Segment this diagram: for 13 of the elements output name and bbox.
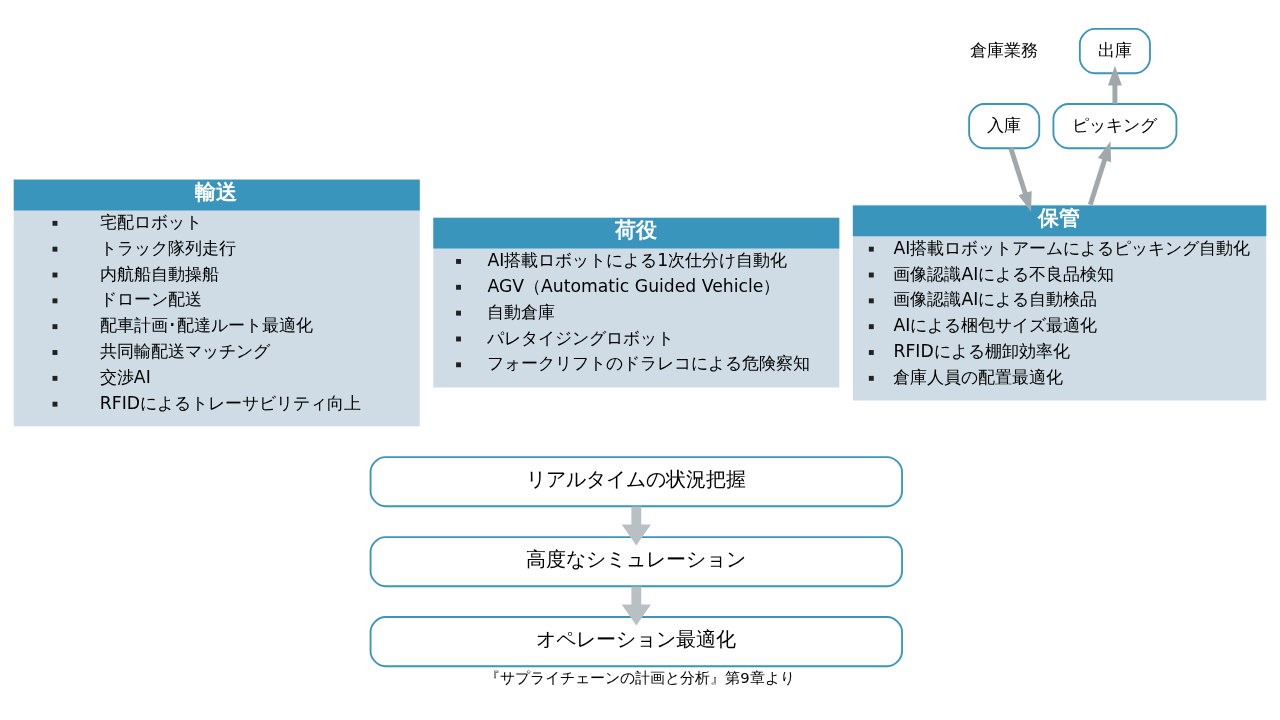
arrow [1087,140,1112,205]
node-box: オペレーション最適化 [369,615,903,667]
node-box: 高度なシミュレーション [369,535,903,587]
node-box: 入庫 [968,102,1041,149]
node-box: ピッキング [1052,102,1178,149]
node-box: リアルタイムの状況把握 [369,455,903,507]
arrow [621,506,651,545]
label: 倉庫業務 [970,39,1039,60]
arrow [1108,65,1122,104]
arrow [621,586,651,625]
node-box: 出庫 [1078,27,1151,74]
arrow [1008,147,1032,212]
caption: 『サプライチェーンの計画と分析』第9章より [485,668,795,686]
